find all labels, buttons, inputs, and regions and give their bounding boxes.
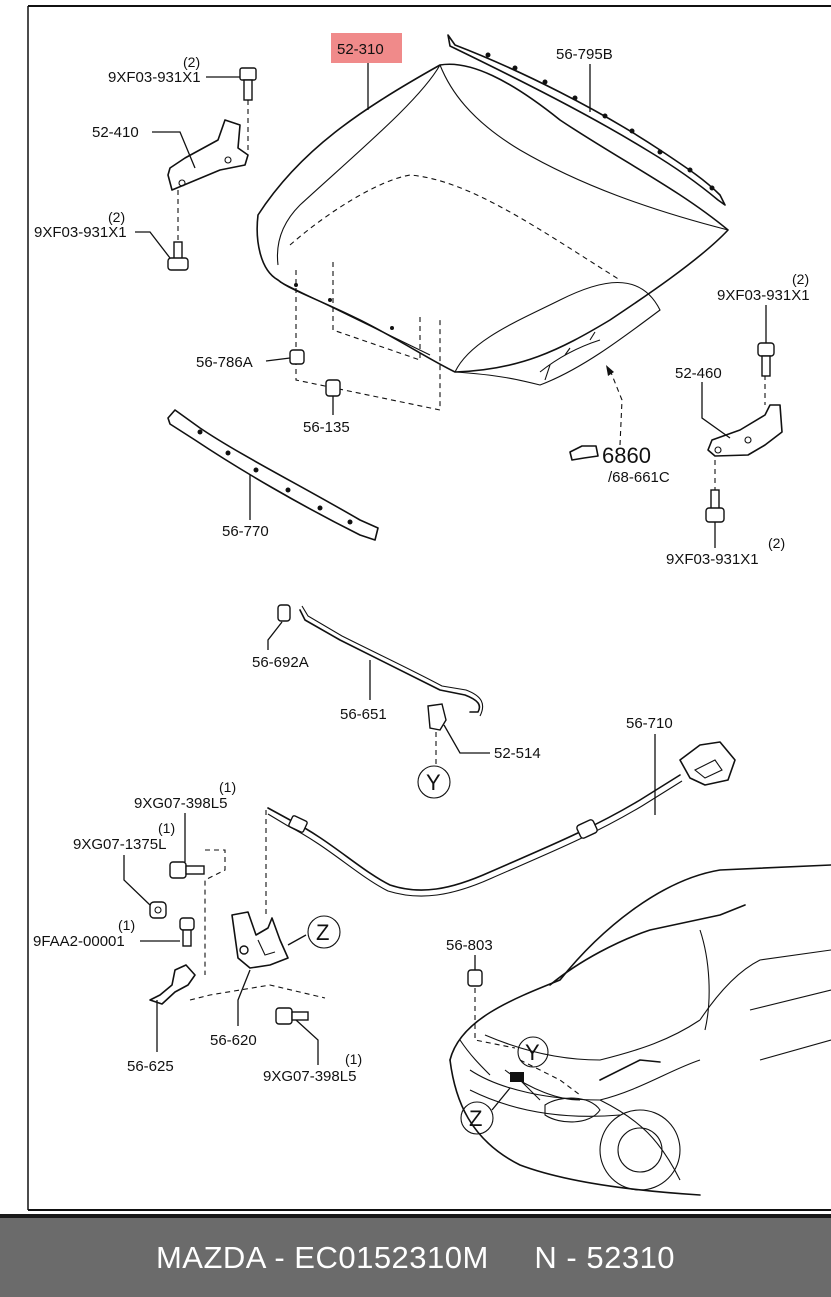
cushion-drawing[interactable] xyxy=(325,379,341,397)
nut-lock-label[interactable]: 9FAA2-00001 xyxy=(33,933,125,950)
cable-drawing[interactable] xyxy=(265,741,736,915)
frame xyxy=(27,5,831,1211)
hood-label-highlight xyxy=(331,33,402,63)
ref-label[interactable]: 6860 xyxy=(602,443,651,468)
bolt-lock-bottom-qty: (1) xyxy=(345,1051,362,1067)
callout-y-label: Y xyxy=(426,770,441,795)
bolt-bottom-right-drawing[interactable] xyxy=(705,489,725,523)
stay-holder-drawing[interactable] xyxy=(427,703,447,765)
callout-z-leader xyxy=(287,934,307,946)
bracket-drawing[interactable] xyxy=(149,849,326,1005)
car-callout-z-label: Z xyxy=(469,1106,482,1131)
hood-drawing[interactable] xyxy=(256,63,729,411)
grommet-label[interactable]: 56-803 xyxy=(446,937,493,954)
bolt-mid-left-drawing[interactable] xyxy=(167,241,189,271)
bolt-bottom-right-label[interactable]: 9XF03-931X1 xyxy=(666,551,759,568)
parts-diagram: 52-310 56-795B 52-410 (2) 9XF03-931X1 (2… xyxy=(27,5,831,1211)
bolt-lock-top-qty: (1) xyxy=(219,779,236,795)
footer-bar: MAZDA - EC0152310M N - 52310 xyxy=(0,1214,831,1297)
bolt-top-left-drawing[interactable] xyxy=(239,67,257,101)
bracket-label[interactable]: 56-625 xyxy=(127,1058,174,1075)
footer-part-number: MAZDA - EC0152310M N - 52310 xyxy=(155,1240,676,1275)
hood-seal-rear-drawing[interactable] xyxy=(447,34,726,206)
car-callout-z-circle xyxy=(460,1101,494,1135)
nut-lock-qty: (1) xyxy=(118,917,135,933)
bolt-bottom-right-qty: (2) xyxy=(768,535,785,551)
bolt-lock-top-label[interactable]: 9XG07-398L5 xyxy=(134,795,227,812)
clip-label[interactable]: 56-692A xyxy=(252,654,309,671)
car-callout-y-circle xyxy=(517,1036,549,1068)
seal-front-label[interactable]: 56-770 xyxy=(222,523,269,540)
bolt-top-left-qty: (2) xyxy=(183,54,200,70)
grommet-drawing[interactable] xyxy=(467,969,516,1049)
hinge-left-drawing[interactable] xyxy=(167,100,249,240)
bumper-label[interactable]: 56-786A xyxy=(196,354,253,371)
bolt-lock-mid-qty: (1) xyxy=(158,820,175,836)
lock-label[interactable]: 56-620 xyxy=(210,1032,257,1049)
callout-z-circle xyxy=(307,915,341,949)
hood-seal-rear-label[interactable]: 56-795B xyxy=(556,46,613,63)
bolt-top-left-label[interactable]: 9XF03-931X1 xyxy=(108,69,201,86)
bolt-lock-bottom-drawing[interactable] xyxy=(275,1007,309,1025)
hinge-right-label[interactable]: 52-460 xyxy=(675,365,722,382)
cushion-label[interactable]: 56-135 xyxy=(303,419,350,436)
stay-rod-drawing[interactable] xyxy=(277,604,484,717)
callout-z-label: Z xyxy=(316,920,329,945)
hinge-right-drawing[interactable] xyxy=(707,375,783,490)
bolt-nut-lock-drawing[interactable] xyxy=(179,917,195,947)
cable-label[interactable]: 56-710 xyxy=(626,715,673,732)
bolt-mid-left-label[interactable]: 9XF03-931X1 xyxy=(34,224,127,241)
bumper-drawing[interactable] xyxy=(289,349,305,365)
car-callout-y-label: Y xyxy=(525,1040,540,1065)
bolt-top-right-label[interactable]: 9XF03-931X1 xyxy=(717,287,810,304)
bolt-top-right-drawing[interactable] xyxy=(757,342,775,377)
seal-front-drawing[interactable] xyxy=(167,409,379,541)
bolt-lock-mid-label[interactable]: 9XG07-1375L xyxy=(73,836,166,853)
vehicle-drawing xyxy=(449,864,831,1196)
callout-y-circle xyxy=(417,765,451,799)
bolt-top-right-qty: (2) xyxy=(792,271,809,287)
bolt-lock-top-drawing[interactable] xyxy=(169,861,205,879)
ref-sub-label[interactable]: /68-661C xyxy=(608,469,670,486)
bolt-mid-left-qty: (2) xyxy=(108,209,125,225)
lock-drawing[interactable] xyxy=(231,911,289,969)
hinge-left-label[interactable]: 52-410 xyxy=(92,124,139,141)
stay-holder-label[interactable]: 52-514 xyxy=(494,745,541,762)
bolt-lock-bottom-label[interactable]: 9XG07-398L5 xyxy=(263,1068,356,1085)
nut-lock-mid-drawing[interactable] xyxy=(149,901,167,919)
stay-rod-label[interactable]: 56-651 xyxy=(340,706,387,723)
hood-label[interactable]: 52-310 xyxy=(337,41,384,58)
ref-arrow-icon xyxy=(569,365,623,461)
